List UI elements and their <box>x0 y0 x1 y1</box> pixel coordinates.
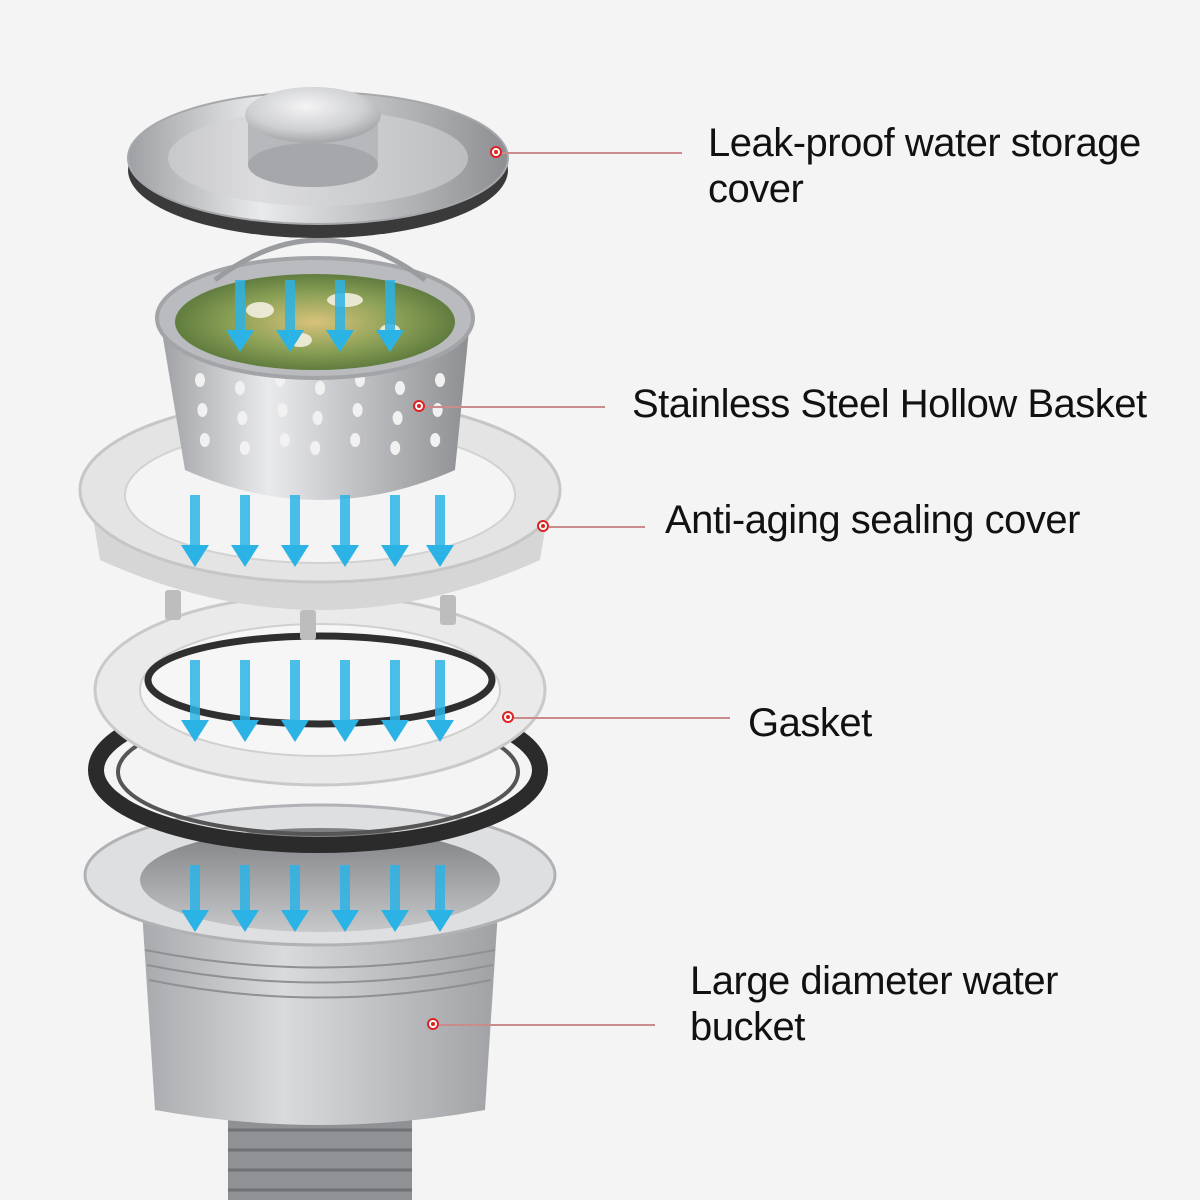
basket-hole <box>310 441 320 455</box>
sealing-cover-leader-line <box>549 526 645 528</box>
water-bucket <box>85 805 555 1200</box>
bucket-marker <box>427 1018 439 1030</box>
bucket-label-line-2: bucket <box>690 1004 1058 1050</box>
basket-hole <box>313 411 323 425</box>
sealing-cover-label-text: Anti-aging sealing cover <box>665 497 1080 543</box>
bucket-label: Large diameter water bucket <box>690 958 1058 1050</box>
basket-hole <box>277 403 287 417</box>
basket-hole <box>200 433 210 447</box>
bucket-label-line-1: Large diameter water <box>690 958 1058 1004</box>
basket-hole <box>395 381 405 395</box>
basket-marker <box>413 400 425 412</box>
sealing-cover-marker <box>537 520 549 532</box>
basket-food-scraps <box>175 274 455 370</box>
gasket-label: Gasket <box>748 700 872 746</box>
cover-label: Leak-proof water storage cover <box>708 120 1141 212</box>
basket-hole <box>435 373 445 387</box>
storage-cover-knob-base <box>248 143 378 187</box>
sealing-cover-label: Anti-aging sealing cover <box>665 497 1080 543</box>
basket-hole <box>240 441 250 455</box>
basket-hole <box>197 403 207 417</box>
basket-hole <box>315 381 325 395</box>
basket-hole <box>393 411 403 425</box>
basket-label: Stainless Steel Hollow Basket <box>632 381 1147 427</box>
gasket-label-text: Gasket <box>748 700 872 746</box>
basket-hole <box>237 411 247 425</box>
storage-cover-part <box>128 87 508 238</box>
cover-marker <box>490 146 502 158</box>
cover-leader-line <box>502 152 682 154</box>
basket-hole <box>350 433 360 447</box>
basket-hole <box>235 381 245 395</box>
storage-cover-knob-top <box>245 87 381 143</box>
basket-leader-line <box>425 406 605 408</box>
basket-label-text: Stainless Steel Hollow Basket <box>632 381 1147 427</box>
gasket-part <box>95 595 545 785</box>
basket-hole <box>280 433 290 447</box>
gasket-leader-line <box>514 717 730 719</box>
basket-hole <box>353 403 363 417</box>
basket-hole <box>195 373 205 387</box>
basket-hole <box>390 441 400 455</box>
cover-label-line-1: Leak-proof water storage <box>708 120 1141 166</box>
basket-hole <box>430 433 440 447</box>
bucket-leader-line <box>439 1024 655 1026</box>
hollow-basket <box>157 240 473 500</box>
gasket-marker <box>502 711 514 723</box>
cover-label-line-2: cover <box>708 166 1141 212</box>
